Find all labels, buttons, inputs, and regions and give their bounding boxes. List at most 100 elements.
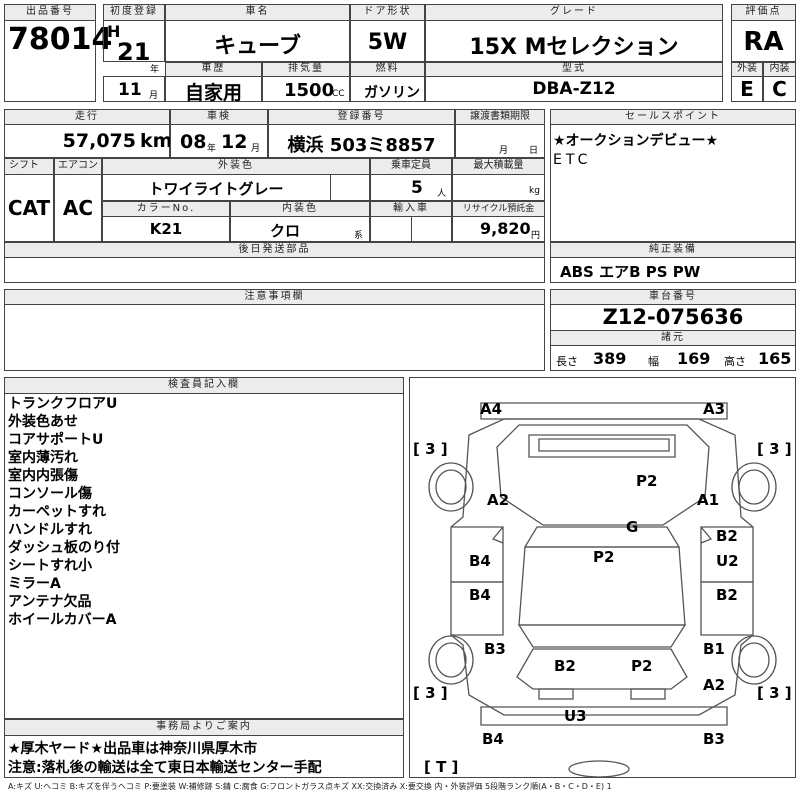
transfer-day-unit: 日 [529,146,539,156]
damage-p2-rear: P2 [631,657,653,675]
model-label: 型式 [425,62,723,77]
tire-mark-spare: [ T ] [424,758,459,776]
load-cell [452,174,545,201]
displacement-label: 排気量 [262,62,350,77]
inspection-year-unit: 年 [207,144,217,154]
inspection-month-unit: 月 [251,144,261,154]
capacity: 5 [411,178,423,198]
frame-number: Z12-075636 [602,305,744,329]
damage-g: G [626,518,639,536]
color-no-cell [102,216,230,242]
int-score: C [772,77,787,101]
damage-b4-bottom: B4 [482,730,504,748]
fuel: ガソリン [364,85,420,101]
damage-b4-left-door-1: B4 [469,552,491,570]
legend-text: A:キズ U:ヘコミ B:キズを伴うヘコミ P:要塗装 W:補修跡 S:錆 C:… [8,782,612,791]
inspector-label: 検査員記入欄 [4,377,404,394]
displacement-cell [262,76,350,102]
later-parts-cell [4,257,545,283]
inspector-cell [4,393,404,719]
inspector-item: 外装色あせ [8,414,78,430]
damage-b2-right-door-2: B2 [716,586,738,604]
mileage-unit: km [140,130,173,152]
height: 165 [758,349,792,368]
capacity-label: 乗車定員 [370,158,452,175]
mileage-cell [4,124,170,158]
inspector-item: ハンドルすれ [8,522,92,538]
notes-label: 注意事項欄 [4,289,545,305]
lot-number-label: 出品番号 [4,4,96,21]
shift: CAT [7,196,51,220]
grade-cell [425,20,723,62]
transfer-label: 譲渡書類期限 [455,109,545,125]
first-reg-month-cell [103,76,165,102]
ext-score: E [740,77,754,101]
int-color-label: 内装色 [230,201,370,217]
door-label: ドア形状 [350,4,425,21]
mileage-label: 走行 [4,109,170,125]
ac-label: エアコン [54,158,102,175]
capacity-cell [370,174,452,201]
plate-cell [268,124,455,158]
car-diagram [428,402,777,778]
first-reg-year: 21 [117,38,151,66]
first-reg-cell [103,20,165,62]
score-cell [731,20,796,62]
door-cell [350,20,425,62]
plate: 横浜 503ミ8857 [287,135,436,156]
model-code: DBA-Z12 [532,79,616,99]
damage-b2-rear: B2 [554,657,576,675]
inspection-year: 08 [180,131,207,153]
length: 389 [593,349,627,368]
tire-mark-rear-right: [ 3 ] [757,684,792,702]
score: RA [743,27,784,57]
damage-b2-right-door-1: B2 [716,527,738,545]
color-label: 外装色 [102,158,370,175]
ext-score-cell [731,76,763,102]
width-label: 幅 [648,355,659,368]
frame-label: 車台番号 [550,289,796,305]
tire-mark-front-right: [ 3 ] [757,440,792,458]
sales-point-label: セールスポイント [550,109,796,125]
shift-label: シフト [4,158,54,175]
color: トワイライトグレー [148,180,284,198]
transfer-month-unit: 月 [499,146,509,156]
color-no: K21 [149,220,183,238]
month-unit: 月 [149,91,159,101]
tire-mark-front-left: [ 3 ] [413,440,448,458]
lot-number-cell [4,20,96,102]
inspector-item: ミラーA [8,576,61,592]
door: 5W [367,30,408,55]
damage-a3-front: A3 [703,400,726,418]
spec-cell [550,345,796,371]
recycle-label: リサイクル預託金 [452,201,545,217]
transfer-cell [455,124,545,158]
first-reg-label: 初度登録 [103,4,165,21]
ext-label: 外装 [731,62,763,77]
year-unit: 年 [150,65,160,75]
plate-label: 登録番号 [268,109,455,125]
inspector-item: ダッシュ板のり付 [8,540,120,556]
inspector-item: トランクフロアU [8,396,118,412]
damage-b3-bottom: B3 [703,730,725,748]
height-label: 高さ [724,355,746,368]
int-color-cell [230,216,370,242]
inspector-item: ホイールカバーA [8,612,117,628]
sales-point-line2: ETC [553,152,592,168]
office-cell [4,735,404,778]
equipment-cell [550,257,796,283]
int-color: クロ [269,222,300,240]
model-cell [425,76,723,102]
sales-point-cell [550,124,796,242]
damage-b4-left-door-2: B4 [469,586,491,604]
spec-label: 諸元 [550,330,796,346]
color-no-label: カラーNo. [102,201,230,217]
car-name: キューブ [214,34,301,59]
car-name-cell [165,20,350,62]
damage-a2-right: A2 [703,676,726,694]
history: 自家用 [184,82,242,104]
load-label: 最大積載量 [452,158,545,175]
history-label: 車歴 [165,62,262,77]
damage-p2-roof: P2 [593,548,615,566]
history-cell [165,76,262,102]
